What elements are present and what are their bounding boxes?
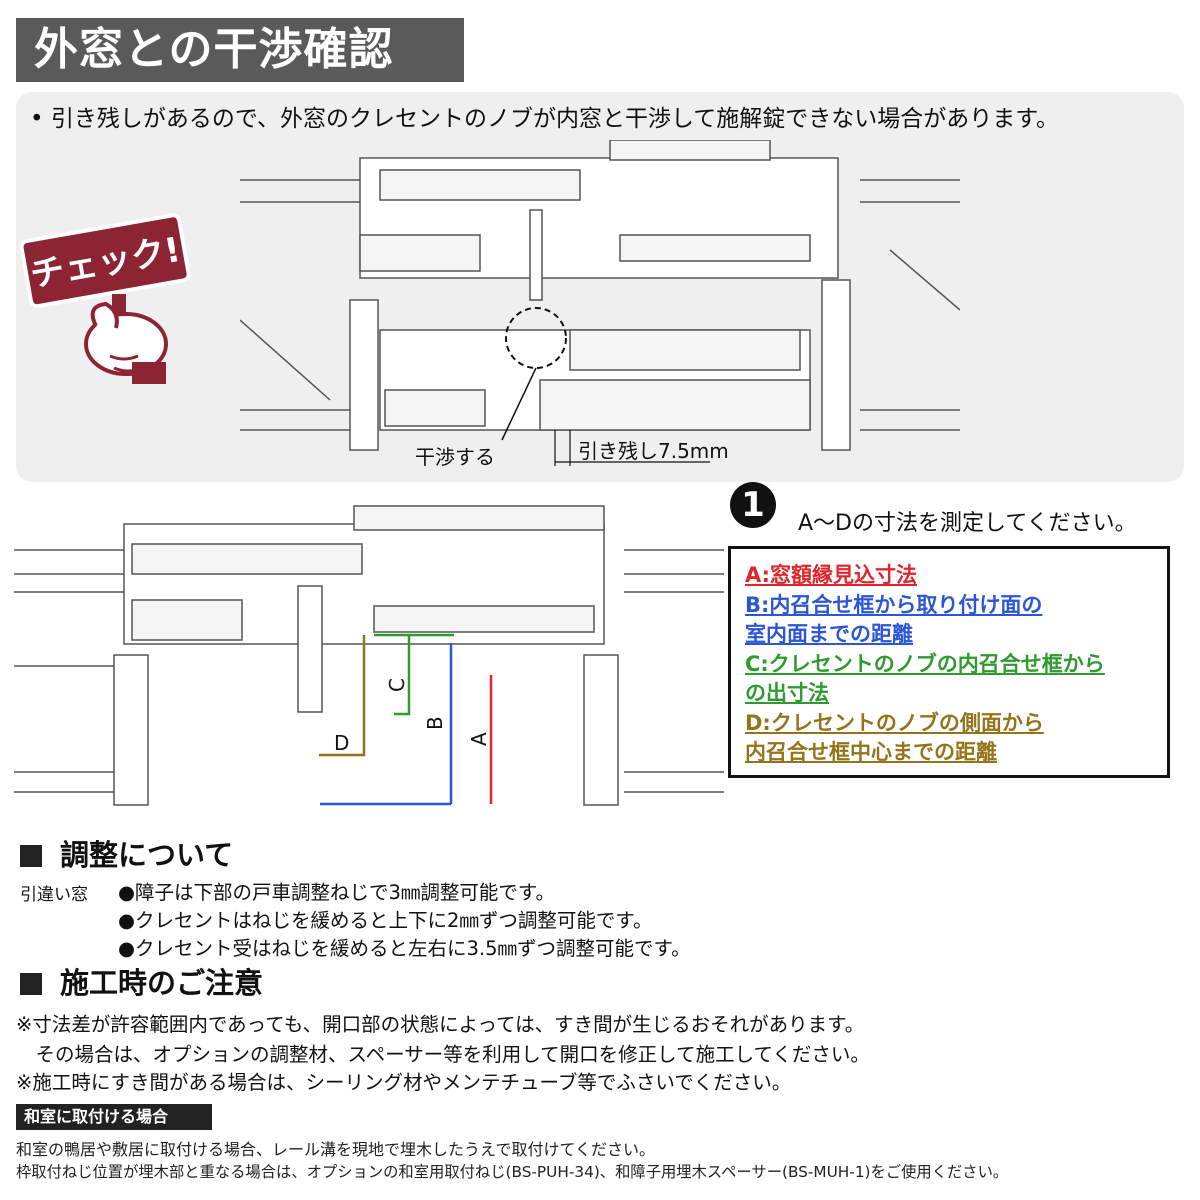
adjustment-heading: 調整について [20, 832, 233, 874]
clearance-label: 引き残し7.5mm [578, 439, 729, 463]
interference-label: 干渉する [415, 445, 495, 469]
dimension-c-label: C [385, 678, 409, 692]
legend-b-2: 室内面までの距離 [745, 622, 913, 646]
washitsu-line-1: 和室の鴨居や敷居に取付ける場合、レール溝を現地で埋木したうえで取付けてください。 [16, 1140, 656, 1159]
dimension-legend: A:窓額縁見込寸法 B:内召合せ框から取り付け面の 室内面までの距離 C:クレセ… [728, 546, 1170, 778]
adjust-item-2: ●クレセントはねじを緩めると上下に2㎜ずつ調整可能です。 [118, 909, 653, 932]
page-title: 外窓との干渉確認 [16, 18, 464, 82]
dimension-b-label: B [423, 716, 447, 730]
legend-b-1: B:内召合せ框から取り付け面の [745, 592, 1043, 617]
caution-heading: 施工時のご注意 [20, 960, 263, 1002]
legend-d-1: D:クレセントのノブの側面から [745, 710, 1044, 735]
caution-line-1: ※寸法差が許容範囲内であっても、開口部の状態によっては、すき間が生じるおそれがあ… [16, 1013, 865, 1036]
measurement-section-drawing: C D B A [14, 505, 724, 806]
caution-line-3: ※施工時にすき間がある場合は、シーリング材やメンテチューブ等でふさいでください。 [16, 1071, 792, 1094]
legend-a: A:窓額縁見込寸法 [745, 563, 918, 587]
legend-d-2: 内召合せ框中心までの距離 [745, 740, 997, 764]
interference-section-drawing: 干渉する 引き残し7.5mm [240, 140, 960, 469]
caution-line-2: その場合は、オプションの調整材、スペーサー等を利用して開口を修正して施工してくだ… [16, 1043, 870, 1066]
square-bullet-icon [20, 845, 42, 867]
pointing-hand-icon [84, 301, 168, 384]
interference-marker [505, 307, 567, 369]
dimension-d-label: D [334, 731, 349, 755]
adjust-item-1: ●障子は下部の戸車調整ねじで3㎜調整可能です。 [118, 881, 555, 904]
dimension-lines [319, 633, 493, 806]
dimension-a-label: A [467, 732, 491, 746]
washitsu-line-2: 枠取付ねじ位置が埋木部と重なる場合は、オプションの和室用取付ねじ(BS-PUH-… [16, 1163, 1009, 1181]
check-badge-illustration: チェック! [19, 213, 191, 384]
measure-instruction: A～Dの寸法を測定してください。 [798, 511, 1137, 536]
washitsu-badge: 和室に取付ける場合 [16, 1104, 212, 1130]
legend-c-1: C:クレセントのノブの内召合せ框から [745, 651, 1105, 676]
window-type-label: 引違い窓 [20, 885, 88, 905]
adjust-item-3: ●クレセント受はねじを緩めると左右に3.5㎜ずつ調整可能です。 [118, 937, 691, 960]
square-bullet-icon [20, 973, 42, 995]
legend-c-2: の出寸法 [745, 681, 829, 705]
interference-note: • 引き残しがあるので、外窓のクレセントのノブが内窓と干渉して施解錠できない場合… [30, 106, 1059, 132]
step-number-badge: 1 [730, 482, 776, 528]
